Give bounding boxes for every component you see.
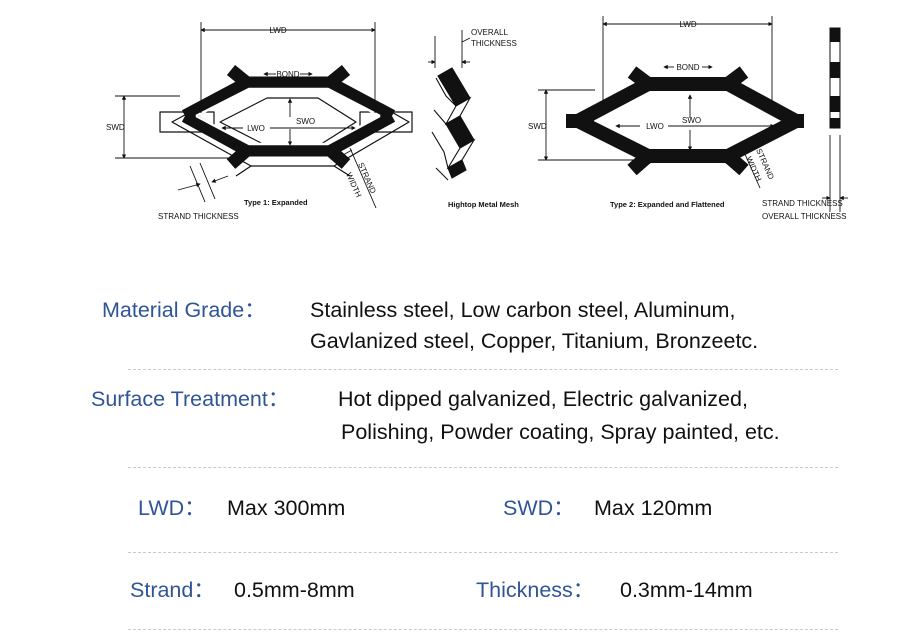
surface-treatment-value-1: Hot dipped galvanized, Electric galvaniz… [338,387,748,411]
strand-value: 0.5mm-8mm [234,578,355,602]
center-caption: Hightop Metal Mesh [448,200,519,209]
divider [128,552,838,553]
divider [128,467,838,468]
type1-caption: Type 1: Expanded [244,198,308,207]
type1-lwo-label: LWO [247,124,265,133]
swd-value: Max 120mm [594,496,713,520]
type1-swo-label: SWO [296,117,315,126]
material-grade-value-1: Stainless steel, Low carbon steel, Alumi… [310,298,736,322]
type2-bond-label: BOND [676,63,699,72]
type2-overall-thickness-label: OVERALL THICKNESS [762,212,846,221]
type2-profile-drawing [822,27,848,212]
type1-mesh-drawing [159,64,413,177]
type2-swo-label: SWO [682,116,701,125]
material-grade-key: Material Grade： [102,298,266,322]
surface-treatment-value-2: Polishing, Powder coating, Spray painted… [341,420,780,444]
surface-treatment-key: Surface Treatment： [91,387,290,411]
type2-dimensions [538,16,775,189]
type1-lwd-label: LWD [269,26,286,35]
type2-swd-label: SWD [528,122,547,131]
type2-lwd-label: LWD [679,20,696,29]
type2-mesh-drawing [566,66,804,176]
thickness-key: Thickness： [476,578,595,602]
divider [128,629,838,630]
lwd-value: Max 300mm [227,496,346,520]
swd-key: SWD： [503,496,575,520]
strand-key: Strand： [130,578,215,602]
expanded-metal-diagram: LWD SWD BOND LWO SWO STRAND WIDTH STRAND… [106,16,848,221]
overall-thickness-label-1: OVERALL [471,28,508,37]
material-grade-value-2: Gavlanized steel, Copper, Titanium, Bron… [310,329,759,353]
type1-bond-label: BOND [276,70,299,79]
type2-caption: Type 2: Expanded and Flattened [610,200,725,209]
type1-width-label: WIDTH [344,171,363,199]
type2-lwo-label: LWO [646,122,664,131]
type1-swd-label: SWD [106,123,125,132]
divider [128,369,838,370]
type1-dimensions [115,22,377,209]
lwd-key: LWD： [138,496,206,520]
thickness-value: 0.3mm-14mm [620,578,753,602]
type2-strand-thickness-label: STRAND THICKNESS [762,199,843,208]
center-profile-drawing [428,30,476,181]
material-grade-row: Material Grade： [102,294,266,326]
type1-strand-thickness-label: STRAND THICKNESS [158,212,239,221]
overall-thickness-label-2: THICKNESS [471,39,517,48]
